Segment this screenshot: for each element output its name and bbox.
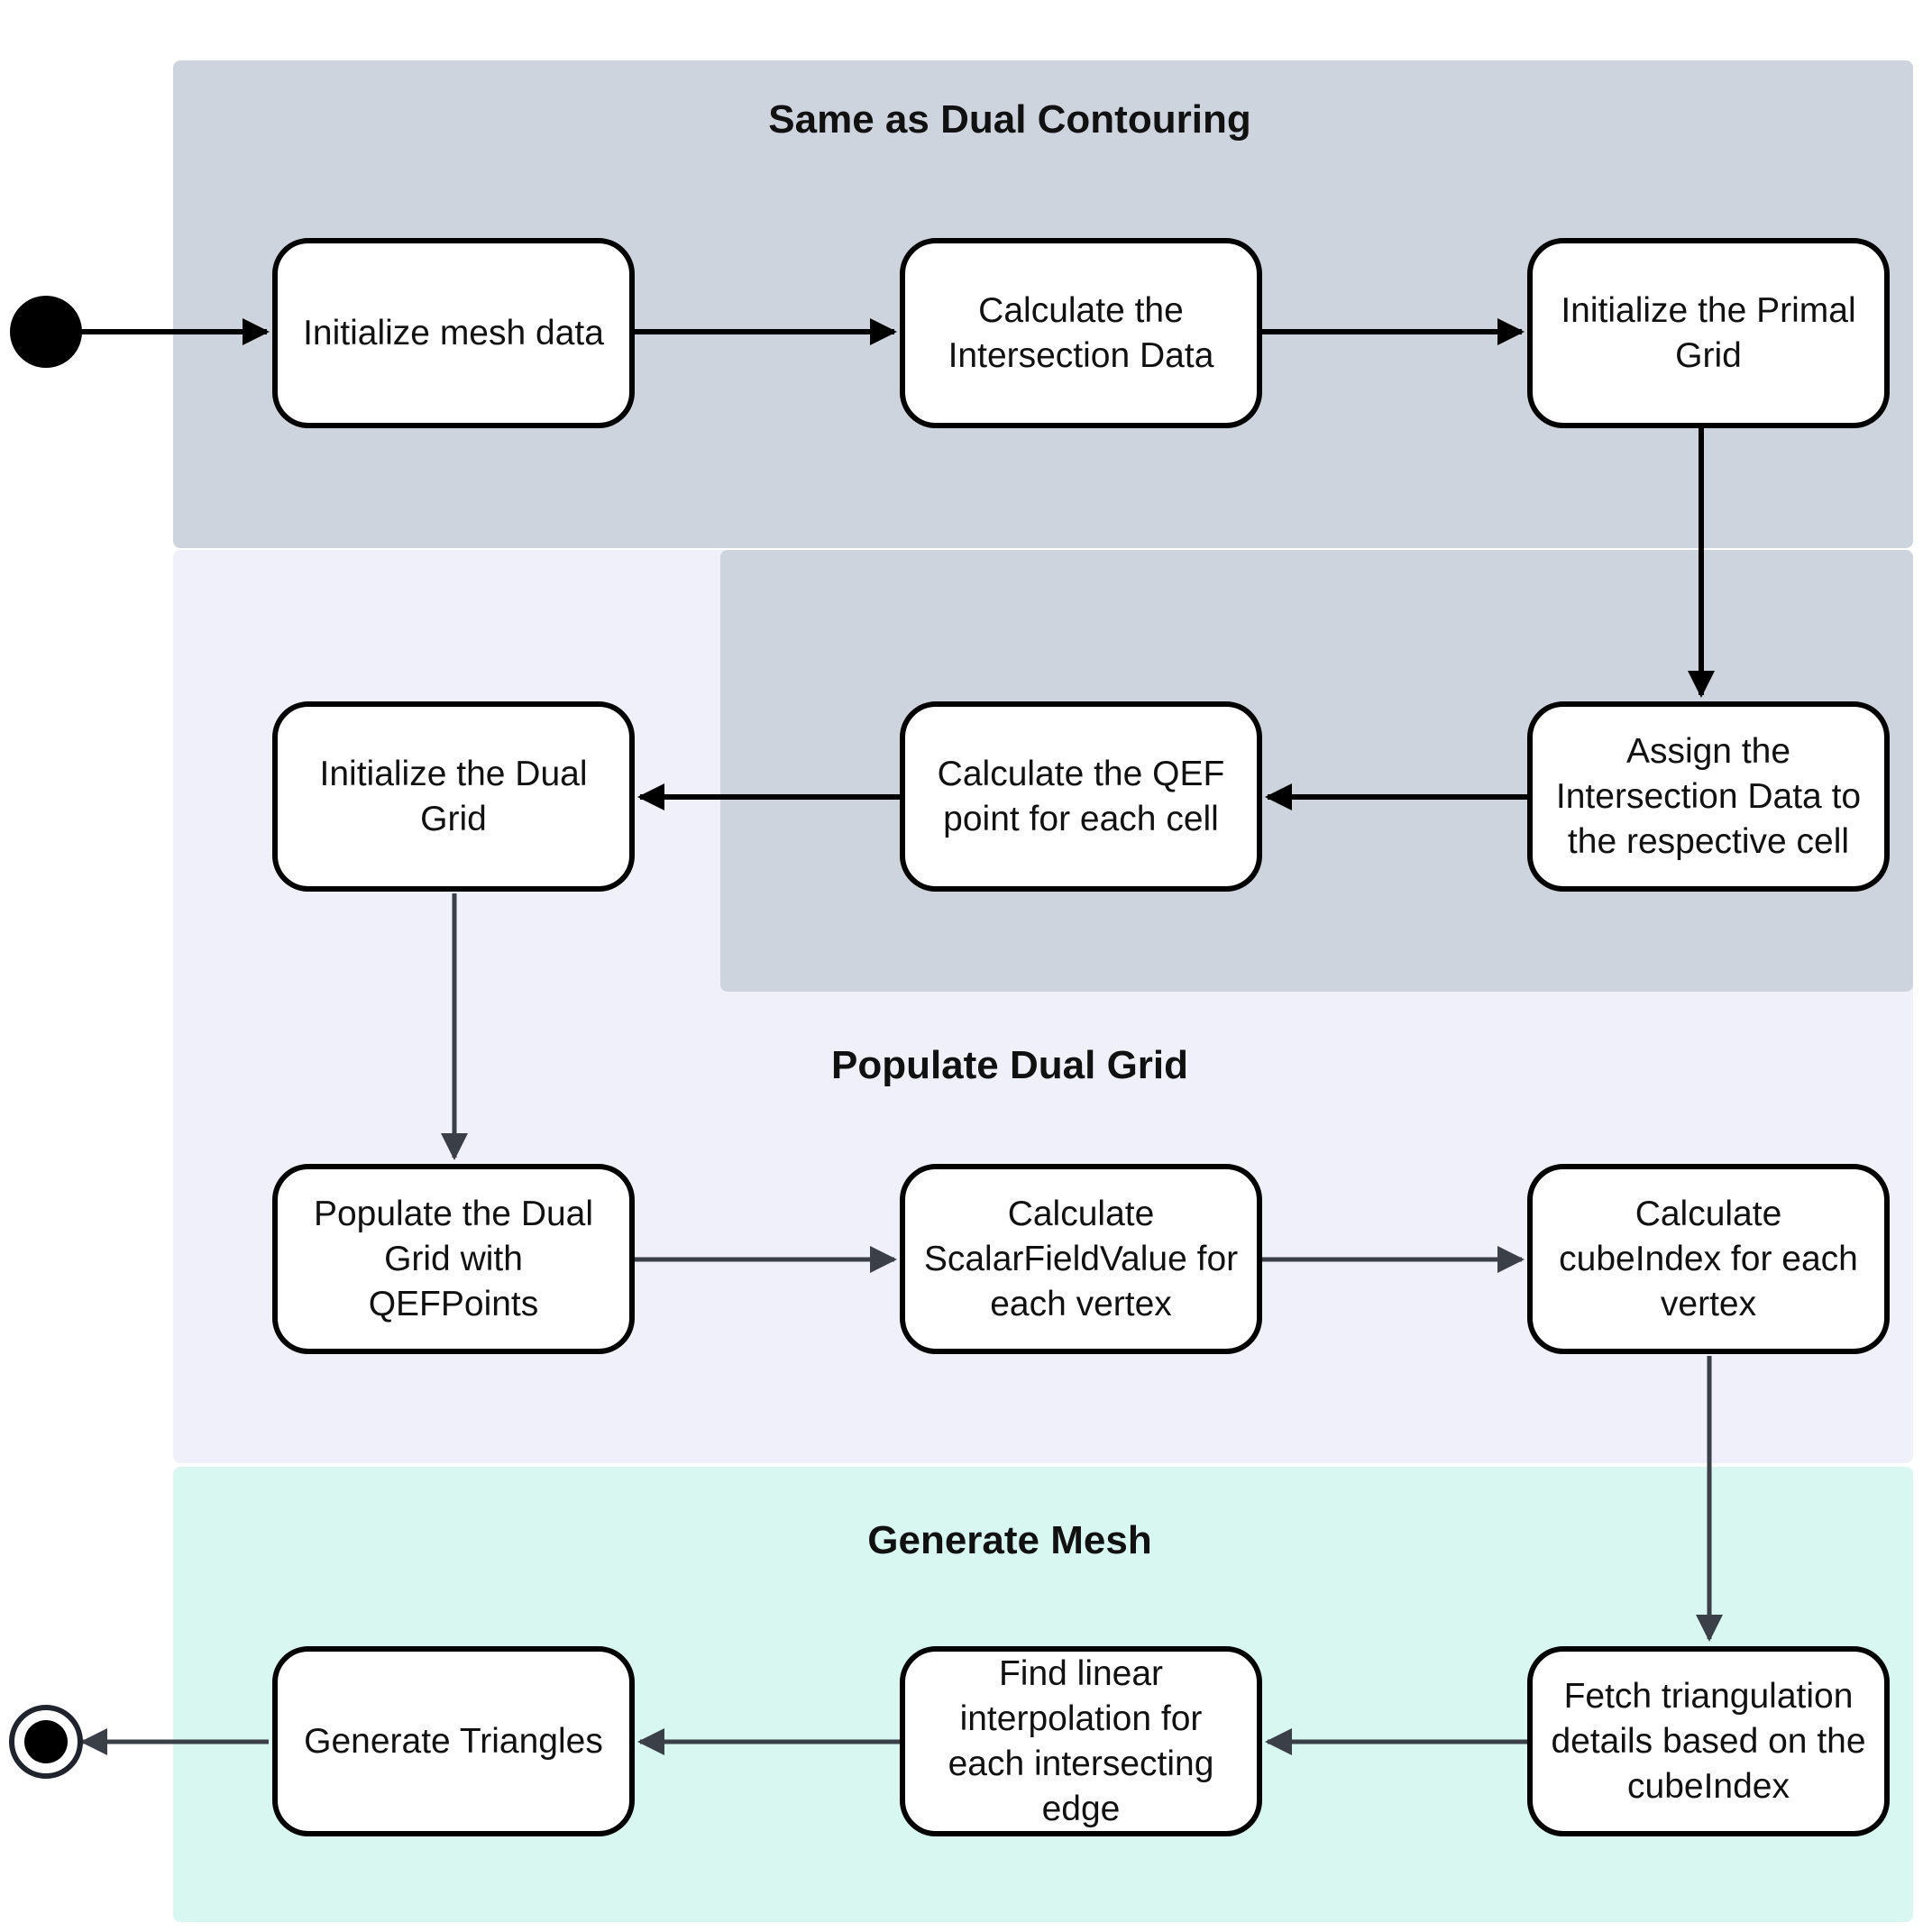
node-assign-intersection-data[interactable]: Assign the Intersection Data to the resp… xyxy=(1527,701,1890,892)
region-title-generate-mesh: Generate Mesh xyxy=(867,1518,1152,1562)
node-fetch-triangulation-details[interactable]: Fetch triangulation details based on the… xyxy=(1527,1646,1890,1836)
region-title-populate-dual-grid: Populate Dual Grid xyxy=(830,1043,1189,1087)
node-calculate-cube-index[interactable]: Calculate cubeIndex for each vertex xyxy=(1527,1164,1890,1354)
node-initialize-mesh-data[interactable]: Initialize mesh data xyxy=(272,238,635,428)
node-calculate-qef-point[interactable]: Calculate the QEF point for each cell xyxy=(900,701,1262,892)
node-initialize-dual-grid[interactable]: Initialize the Dual Grid xyxy=(272,701,635,892)
node-calculate-intersection-data[interactable]: Calculate the Intersection Data xyxy=(900,238,1262,428)
node-generate-triangles[interactable]: Generate Triangles xyxy=(272,1646,635,1836)
node-calculate-scalar-field-value[interactable]: Calculate ScalarFieldValue for each vert… xyxy=(900,1164,1262,1354)
region-title-same-as-dual-contouring: Same as Dual Contouring xyxy=(768,97,1251,142)
node-initialize-primal-grid[interactable]: Initialize the Primal Grid xyxy=(1527,238,1890,428)
node-populate-dual-grid[interactable]: Populate the Dual Grid with QEFPoints xyxy=(272,1164,635,1354)
node-find-linear-interpolation[interactable]: Find linear interpolation for each inter… xyxy=(900,1646,1262,1836)
